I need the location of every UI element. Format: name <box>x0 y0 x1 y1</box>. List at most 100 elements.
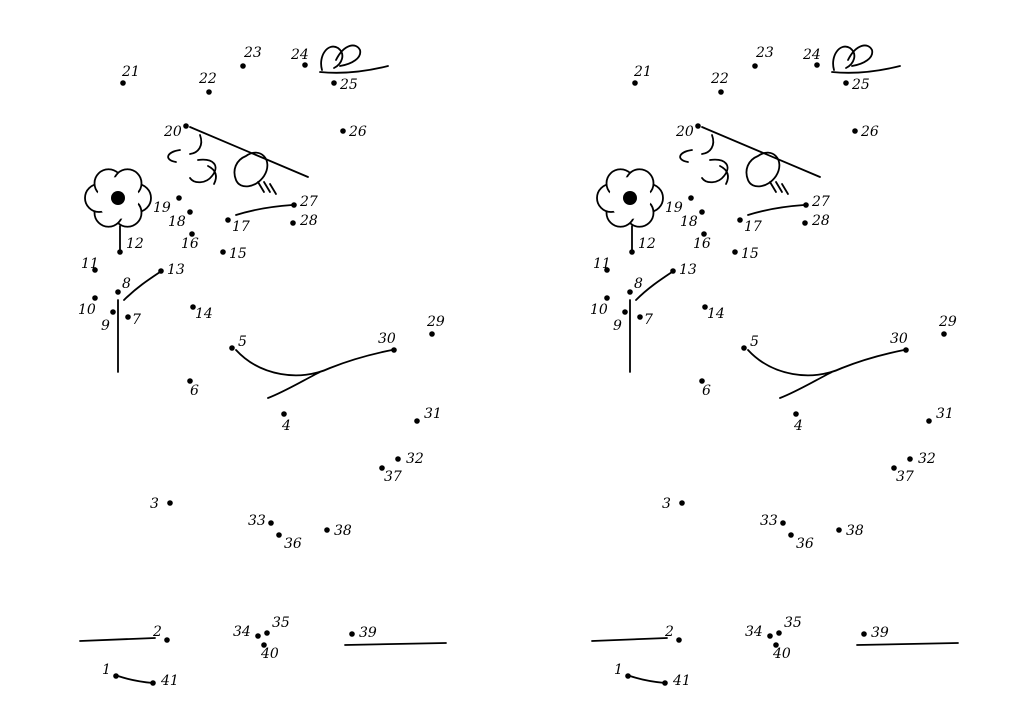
dot-marker[interactable] <box>629 249 635 255</box>
dot-marker[interactable] <box>702 304 708 310</box>
dot-13[interactable]: 13 <box>670 262 697 278</box>
dot-marker[interactable] <box>395 456 401 462</box>
dot-25[interactable]: 25 <box>843 77 870 93</box>
dot-marker[interactable] <box>340 128 346 134</box>
dot-marker[interactable] <box>604 267 610 273</box>
dot-marker[interactable] <box>903 347 909 353</box>
dot-34[interactable]: 34 <box>233 624 261 640</box>
dot-marker[interactable] <box>688 195 694 201</box>
dot-16[interactable]: 16 <box>693 231 711 252</box>
dot-marker[interactable] <box>229 345 235 351</box>
dot-36[interactable]: 36 <box>788 532 814 552</box>
dot-marker[interactable] <box>836 527 842 533</box>
dot-marker[interactable] <box>225 217 231 223</box>
dot-marker[interactable] <box>767 633 773 639</box>
dot-22[interactable]: 22 <box>198 71 217 95</box>
dot-marker[interactable] <box>776 630 782 636</box>
dot-27[interactable]: 27 <box>291 194 318 210</box>
dot-marker[interactable] <box>120 80 126 86</box>
dot-marker[interactable] <box>679 500 685 506</box>
dot-marker[interactable] <box>622 309 628 315</box>
dot-marker[interactable] <box>788 532 794 538</box>
dot-4[interactable]: 4 <box>281 411 291 434</box>
dot-20[interactable]: 20 <box>163 123 189 140</box>
dot-31[interactable]: 31 <box>926 406 954 424</box>
dot-19[interactable]: 19 <box>665 195 694 216</box>
dot-10[interactable]: 10 <box>590 295 610 318</box>
dot-marker[interactable] <box>291 202 297 208</box>
dot-marker[interactable] <box>349 631 355 637</box>
dot-18[interactable]: 18 <box>680 209 705 230</box>
dot-3[interactable]: 3 <box>150 496 173 512</box>
dot-marker[interactable] <box>290 220 296 226</box>
dot-marker[interactable] <box>264 630 270 636</box>
dot-39[interactable]: 39 <box>861 625 889 641</box>
dot-marker[interactable] <box>662 680 668 686</box>
dot-marker[interactable] <box>632 80 638 86</box>
dot-26[interactable]: 26 <box>340 124 367 140</box>
dot-41[interactable]: 41 <box>662 673 691 689</box>
dot-33[interactable]: 33 <box>248 513 274 529</box>
dot-marker[interactable] <box>190 304 196 310</box>
dot-marker[interactable] <box>718 89 724 95</box>
dot-marker[interactable] <box>737 217 743 223</box>
dot-28[interactable]: 28 <box>290 213 318 229</box>
dot-marker[interactable] <box>125 314 131 320</box>
dot-marker[interactable] <box>255 633 261 639</box>
dot-marker[interactable] <box>429 331 435 337</box>
dot-marker[interactable] <box>701 231 707 237</box>
dot-16[interactable]: 16 <box>181 231 199 252</box>
dot-marker[interactable] <box>167 500 173 506</box>
dot-28[interactable]: 28 <box>802 213 830 229</box>
dot-marker[interactable] <box>268 520 274 526</box>
dot-marker[interactable] <box>926 418 932 424</box>
dot-marker[interactable] <box>780 520 786 526</box>
dot-8[interactable]: 8 <box>627 276 643 295</box>
dot-39[interactable]: 39 <box>349 625 377 641</box>
dot-marker[interactable] <box>110 309 116 315</box>
dot-17[interactable]: 17 <box>737 217 762 235</box>
dot-12[interactable]: 12 <box>117 236 144 255</box>
dot-marker[interactable] <box>695 123 701 129</box>
dot-20[interactable]: 20 <box>675 123 701 140</box>
dot-1[interactable]: 1 <box>102 662 119 679</box>
dot-marker[interactable] <box>276 532 282 538</box>
dot-marker[interactable] <box>637 314 643 320</box>
dot-marker[interactable] <box>261 642 267 648</box>
dot-marker[interactable] <box>802 220 808 226</box>
dot-17[interactable]: 17 <box>225 217 250 235</box>
dot-marker[interactable] <box>176 195 182 201</box>
dot-36[interactable]: 36 <box>276 532 302 552</box>
dot-30[interactable]: 30 <box>378 331 397 353</box>
dot-9[interactable]: 9 <box>613 309 628 334</box>
dot-marker[interactable] <box>302 62 308 68</box>
dot-marker[interactable] <box>189 231 195 237</box>
dot-marker[interactable] <box>391 347 397 353</box>
dot-4[interactable]: 4 <box>793 411 803 434</box>
dot-5[interactable]: 5 <box>229 334 247 351</box>
dot-marker[interactable] <box>732 249 738 255</box>
dot-26[interactable]: 26 <box>852 124 879 140</box>
dot-6[interactable]: 6 <box>699 378 711 399</box>
dot-41[interactable]: 41 <box>150 673 179 689</box>
dot-marker[interactable] <box>676 637 682 643</box>
dot-40[interactable]: 40 <box>772 642 791 662</box>
dot-marker[interactable] <box>941 331 947 337</box>
dot-24[interactable]: 24 <box>802 47 821 68</box>
dot-marker[interactable] <box>164 637 170 643</box>
dot-25[interactable]: 25 <box>331 77 358 93</box>
dot-marker[interactable] <box>113 673 119 679</box>
dot-marker[interactable] <box>183 123 189 129</box>
dot-marker[interactable] <box>187 209 193 215</box>
dot-32[interactable]: 32 <box>395 451 424 467</box>
dot-8[interactable]: 8 <box>115 276 131 295</box>
dot-marker[interactable] <box>220 249 226 255</box>
dot-marker[interactable] <box>414 418 420 424</box>
dot-35[interactable]: 35 <box>776 615 802 636</box>
dot-marker[interactable] <box>324 527 330 533</box>
dot-marker[interactable] <box>670 268 676 274</box>
dot-11[interactable]: 11 <box>81 256 99 273</box>
dot-11[interactable]: 11 <box>593 256 611 273</box>
dot-marker[interactable] <box>907 456 913 462</box>
dot-6[interactable]: 6 <box>187 378 199 399</box>
